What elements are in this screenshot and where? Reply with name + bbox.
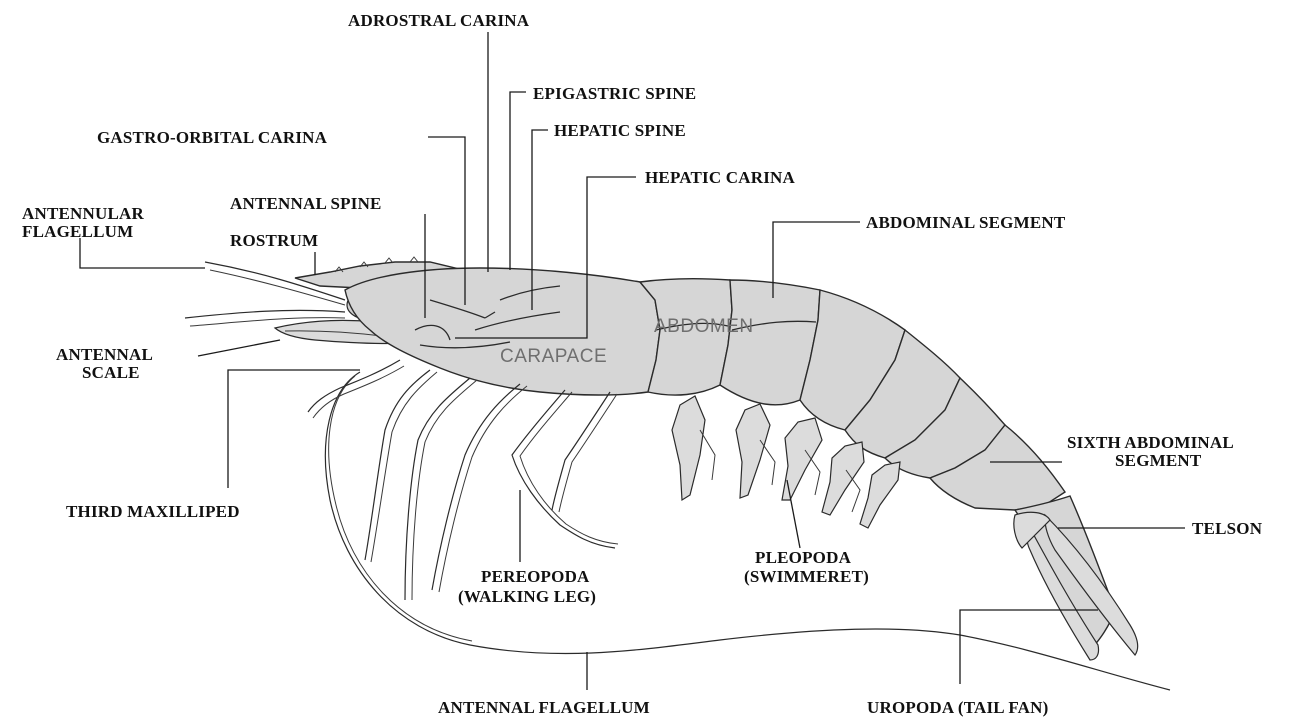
antennular-flagellum-leader (80, 238, 205, 268)
antennal-flagellum-label: ANTENNAL FLAGELLUM (438, 698, 650, 717)
epigastric-spine-label: EPIGASTRIC SPINE (533, 84, 696, 103)
gastro-orbital-carina-label: GASTRO-ORBITAL CARINA (97, 128, 328, 147)
antennal-scale-label-line2: SCALE (82, 363, 140, 382)
pleopod-1 (672, 396, 705, 500)
pleopod-4 (822, 442, 864, 515)
antennular-flagellum-label-line1: ANTENNULAR (22, 204, 144, 223)
antennal-spine-label: ANTENNAL SPINE (230, 194, 382, 213)
abdominal-segment-label: ABDOMINAL SEGMENT (866, 213, 1066, 232)
pleopoda-label-line1: PLEOPODA (755, 548, 852, 567)
pereopod-1 (365, 370, 430, 560)
pleopod-5 (860, 462, 900, 528)
epigastric-spine-leader (510, 92, 526, 270)
antennular-flagellum-label-line2: FLAGELLUM (22, 222, 133, 241)
sixth-abdominal-segment-label-line2: SEGMENT (1115, 451, 1202, 470)
pereopod-5b (559, 394, 617, 512)
abdomen-region-label: ABDOMEN (654, 316, 754, 337)
pereopod-5 (552, 392, 610, 510)
antennal-scale-label-line1: ANTENNAL (56, 345, 153, 364)
sixth-abdominal-segment-label-line1: SIXTH ABDOMINAL (1067, 433, 1234, 452)
telson-label: TELSON (1192, 519, 1263, 538)
pereopod-2b (412, 380, 477, 600)
pereopod-1b (371, 372, 437, 562)
pereopods (308, 360, 618, 600)
hepatic-spine-label: HEPATIC SPINE (554, 121, 686, 140)
hepatic-carina-label: HEPATIC CARINA (645, 168, 796, 187)
pereopod-3b (439, 386, 527, 592)
carapace-shape (345, 268, 660, 395)
uropoda-label: UROPODA (TAIL FAN) (867, 698, 1048, 717)
pereopoda-label-line1: PEREOPODA (481, 567, 590, 586)
antennal-scale-leader (198, 340, 280, 356)
pleopod-2 (736, 404, 770, 498)
antennular-flagellum-lower (185, 310, 345, 318)
antennal-flagellum-whip-inner (329, 376, 472, 641)
pleopoda-label-line2: (SWIMMERET) (744, 567, 869, 586)
pereopod-4 (512, 390, 615, 548)
carapace-region-label: CARAPACE (500, 346, 607, 367)
adrostral-carina-label: ADROSTRAL CARINA (348, 11, 530, 30)
third-maxilliped-shape-b (313, 366, 404, 418)
third-maxilliped-label: THIRD MAXILLIPED (66, 502, 240, 521)
third-maxilliped-shape (308, 360, 400, 412)
pereopod-2 (405, 378, 470, 600)
pereopoda-label-line2: (WALKING LEG) (458, 587, 596, 606)
rostrum-label: ROSTRUM (230, 231, 318, 250)
